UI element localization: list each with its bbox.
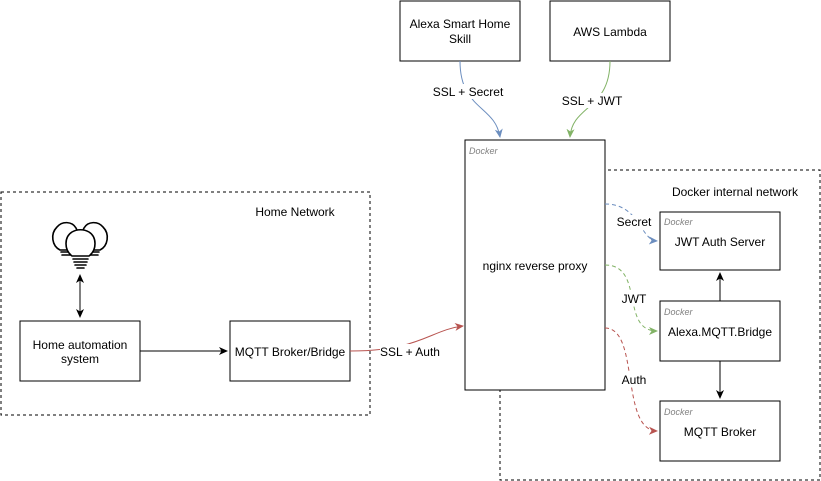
nginx-reverse-proxy-label: nginx reverse proxy: [483, 259, 588, 273]
home-to-proxy-label: SSL + Auth: [380, 345, 440, 359]
aws-lambda-box: [549, 0, 671, 62]
lambda-to-proxy-label: SSL + JWT: [562, 94, 623, 108]
jwt-auth-server-box: [659, 211, 781, 271]
alexa-smart-home-skill-label-line1: Alexa Smart Home: [410, 17, 511, 31]
proxy-to-jwt-edge: [604, 203, 658, 245]
docker-internal-network-label: Docker internal network: [672, 185, 799, 199]
skill-to-proxy-label: SSL + Secret: [433, 85, 504, 99]
bridge-docker-tag: Docker: [664, 307, 694, 317]
nginx-docker-tag: Docker: [469, 146, 499, 156]
alexa-mqtt-bridge-label: Alexa.MQTT.Bridge: [668, 325, 772, 339]
mqtt-broker-docker-tag: Docker: [664, 407, 694, 417]
mqtt-broker-label: MQTT Broker: [684, 425, 756, 439]
proxy-to-jwt-label: Secret: [617, 215, 652, 229]
skill-to-proxy-edge: [459, 60, 503, 138]
nginx-reverse-proxy-box: [464, 139, 606, 391]
light-bulbs-icon: [51, 221, 109, 269]
alexa-smart-home-skill-label-line2: Skill: [449, 32, 471, 46]
alexa-smart-home-skill-box: [399, 0, 521, 62]
mqtt-broker-bridge-label: MQTT Broker/Bridge: [235, 345, 346, 359]
proxy-to-broker-edge: [604, 327, 658, 435]
home-network-group: [0, 191, 371, 416]
aws-lambda-label: AWS Lambda: [573, 25, 647, 39]
proxy-to-bridge-label: JWT: [622, 292, 647, 306]
proxy-to-broker-label: Auth: [622, 373, 647, 387]
home-automation-label-line1: Home automation: [33, 338, 128, 352]
home-network-label: Home Network: [255, 205, 335, 219]
jwt-docker-tag: Docker: [664, 217, 694, 227]
home-automation-system-box: [19, 320, 141, 382]
jwt-auth-server-label: JWT Auth Server: [675, 235, 765, 249]
mqtt-broker-bridge-box: [229, 320, 351, 382]
home-automation-label-line2: system: [61, 352, 99, 366]
mqtt-broker-box: [659, 400, 781, 462]
home-to-proxy-edge: [349, 322, 464, 352]
